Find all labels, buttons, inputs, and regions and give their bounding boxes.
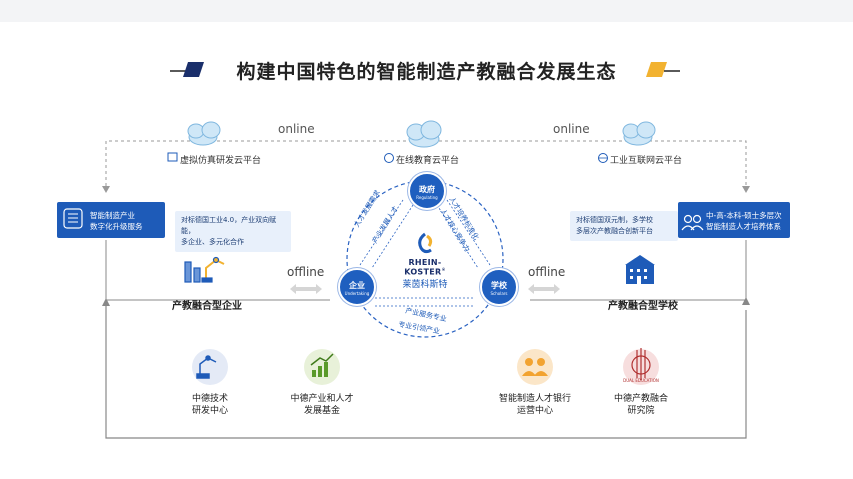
- talent-system-line1: 中-高-本科-硕士多层次: [706, 211, 782, 220]
- rd-center-caption: 中德技术 研发中心: [178, 393, 242, 417]
- school-label: 学校: [491, 281, 507, 290]
- title-deco-left: [183, 62, 204, 77]
- rd-center-icon: [192, 349, 228, 385]
- digital-service-box: 智能制造产业 数字化升级服务: [57, 202, 165, 238]
- government-label: 政府: [419, 185, 435, 194]
- school-desc-line1: 对标德国双元制，多学校: [576, 216, 653, 224]
- fund-line2: 发展基金: [303, 406, 340, 416]
- industrial-platform-label: 工业互联网云平台: [610, 156, 683, 166]
- cloud-icon-center: [406, 120, 442, 148]
- school-building-icon: [625, 255, 655, 284]
- monitor-icon: [167, 152, 178, 162]
- school-sublabel: Scholars: [490, 291, 508, 296]
- talent-people-icon: [517, 349, 553, 385]
- talent-bank-caption: 智能制造人才银行 运营中心: [495, 393, 575, 417]
- fund-line1: 中德产业和人才: [290, 394, 354, 404]
- title-deco-right: [646, 62, 667, 77]
- enterprise-description: 对标德国工业4.0，产业双向赋能， 多企业、多元化合作: [175, 211, 291, 252]
- dual-education-badge: DUAL EDUCATION: [623, 378, 659, 383]
- fund-caption: 中德产业和人才 发展基金: [282, 393, 362, 417]
- enterprise-sublabel: Undertaking: [344, 291, 370, 296]
- offline-arrow-left: [290, 284, 322, 294]
- offline-label-right: offline: [528, 265, 566, 279]
- factory-robot-icon: [184, 256, 225, 283]
- government-sublabel: Regulating: [416, 195, 438, 200]
- logo-mark-icon: [418, 232, 433, 254]
- talent-system-line2: 智能制造人才培养体系: [706, 222, 781, 231]
- rd-center-line1: 中德技术: [191, 394, 228, 404]
- enterprise-label: 企业: [349, 281, 365, 290]
- bottom-loop: [105, 304, 747, 439]
- online-label-right: online: [553, 122, 590, 136]
- cloud-icon-left: [187, 121, 221, 146]
- logo-registered-mark: ®: [441, 267, 446, 272]
- talent-bank-line1: 智能制造人才银行: [498, 394, 571, 404]
- school-node: 学校 Scholars: [480, 268, 518, 306]
- school-description: 对标德国双元制，多学校 多层次产教融合创新平台: [570, 211, 678, 241]
- offline-label-left: offline: [287, 265, 325, 279]
- enterprise-entity-label: 产教融合型企业: [172, 301, 242, 312]
- education-icon: [384, 153, 394, 163]
- education-platform-label: 在线教育云平台: [396, 156, 460, 166]
- logo-chinese-name: 莱茵科斯特: [402, 279, 448, 290]
- logo-text: RHEIN-KOSTER: [404, 258, 442, 277]
- institute-line2: 研究院: [627, 406, 655, 416]
- rhein-koster-logo: RHEIN-KOSTER® 莱茵科斯特: [389, 232, 461, 290]
- rd-center-line2: 研发中心: [191, 406, 228, 416]
- cloud-icon-right: [622, 121, 656, 146]
- top-band: [0, 0, 853, 22]
- institute-caption: 中德产教融合 研究院: [606, 393, 676, 417]
- offline-arrow-right: [528, 284, 560, 294]
- talent-system-box: 中-高-本科-硕士多层次 智能制造人才培养体系: [678, 202, 790, 238]
- virtual-platform-label: 虚拟仿真研发云平台: [180, 156, 262, 166]
- page-title: 构建中国特色的智能制造产教融合发展生态: [236, 61, 617, 83]
- institute-line1: 中德产教融合: [613, 394, 668, 404]
- talent-bank-line2: 运营中心: [516, 406, 553, 416]
- digital-service-line2: 数字化升级服务: [90, 222, 143, 231]
- government-node: 政府 Regulating: [408, 172, 446, 210]
- school-desc-line2: 多层次产教融合创新平台: [576, 227, 653, 235]
- enterprise-desc-line2: 多企业、多元化合作: [181, 238, 244, 246]
- digital-service-line1: 智能制造产业: [90, 211, 135, 220]
- online-label-left: online: [278, 122, 315, 136]
- enterprise-node: 企业 Undertaking: [338, 268, 376, 306]
- school-entity-label: 产教融合型学校: [608, 301, 678, 312]
- enterprise-desc-line1: 对标德国工业4.0，产业双向赋能，: [181, 216, 277, 235]
